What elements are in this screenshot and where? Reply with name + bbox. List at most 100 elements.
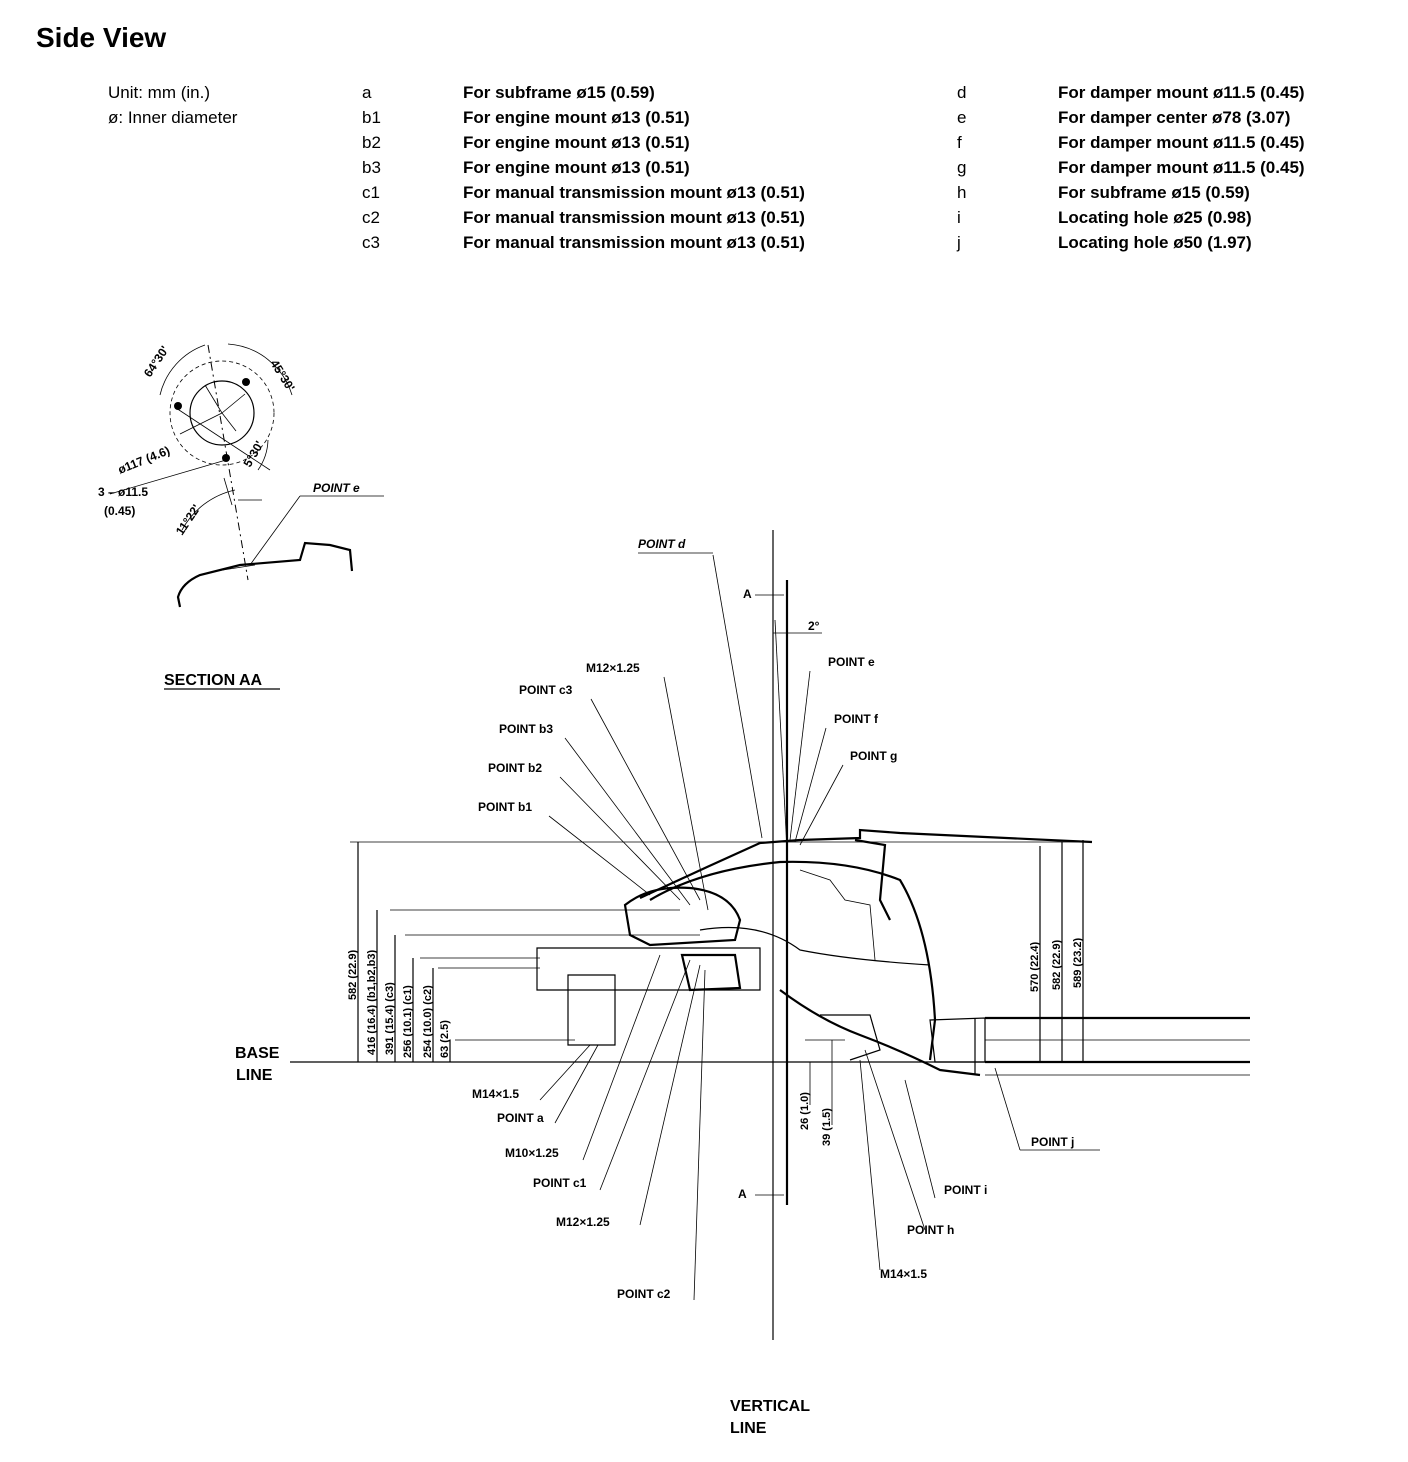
units-note: Unit: mm (in.) ø: Inner diameter <box>108 80 237 130</box>
dim-570: 570 (22.4) <box>1029 942 1041 992</box>
legend-description: Locating hole ø25 (0.98) <box>1058 208 1252 227</box>
legend-description: For engine mount ø13 (0.51) <box>463 158 690 177</box>
engine-mount-bracket <box>623 886 742 947</box>
section-angle-4: 11°22' <box>173 502 204 538</box>
legend-description: For damper center ø78 (3.07) <box>1058 108 1291 127</box>
subframe-rail <box>536 947 761 991</box>
section-angle-2: 45°30' <box>267 357 297 394</box>
dim-582-left: 582 (22.9) <box>347 950 359 1000</box>
page-title: Side View <box>36 22 167 53</box>
legend-key: b3 <box>362 158 381 177</box>
label-point-g: POINT g <box>850 749 897 763</box>
legend-description: For manual transmission mount ø13 (0.51) <box>463 183 805 202</box>
legend-row: e For damper center ø78 (3.07) <box>957 105 1377 130</box>
main-side-view: POINT d M12×1.25 POINT c3 POINT b3 POINT… <box>235 530 1250 1437</box>
legend-key: i <box>957 208 961 227</box>
legend-key: b1 <box>362 108 381 127</box>
legend-key: f <box>957 133 962 152</box>
legend-row: c1 For manual transmission mount ø13 (0.5… <box>362 180 922 205</box>
label-point-c1: POINT c1 <box>533 1176 587 1190</box>
legend-row: g For damper mount ø11.5 (0.45) <box>957 155 1377 180</box>
dim-589: 589 (23.2) <box>1072 938 1084 988</box>
legend-key: c3 <box>362 233 380 252</box>
bolt-hole-2 <box>242 378 250 386</box>
dim-416: 416 (16.4) (b1,b2,b3) <box>366 950 378 1055</box>
label-point-i: POINT i <box>944 1183 987 1197</box>
label-point-b1: POINT b1 <box>478 800 532 814</box>
label-point-j: POINT j <box>1031 1135 1074 1149</box>
section-holes-2: (0.45) <box>104 504 135 518</box>
label-base-line-2: LINE <box>236 1067 273 1084</box>
legend-description: For manual transmission mount ø13 (0.51) <box>463 208 805 227</box>
dim-26: 26 (1.0) <box>799 1092 811 1130</box>
label-section-a-top: A <box>743 587 752 601</box>
legend-row: h For subframe ø15 (0.59) <box>957 180 1377 205</box>
legend-description: For damper mount ø11.5 (0.45) <box>1058 83 1305 102</box>
legend-description: For damper mount ø11.5 (0.45) <box>1058 133 1305 152</box>
section-angle-1: 64°30' <box>141 343 172 379</box>
section-holes-1: 3 – ø11.5 <box>98 485 148 499</box>
legend-row: i Locating hole ø25 (0.98) <box>957 205 1377 230</box>
dim-63: 63 (2.5) <box>439 1020 451 1058</box>
label-point-b2: POINT b2 <box>488 761 542 775</box>
label-base-line-1: BASE <box>235 1045 280 1062</box>
dim-254: 254 (10.0) (c2) <box>422 985 434 1058</box>
section-diameter: ø117 (4.6) <box>116 443 172 476</box>
label-point-f: POINT f <box>834 712 879 726</box>
label-point-h: POINT h <box>907 1223 954 1237</box>
unit-label: Unit: mm (in.) <box>108 83 210 102</box>
legend-description: For engine mount ø13 (0.51) <box>463 108 690 127</box>
legend-key: c2 <box>362 208 380 227</box>
label-tilt-angle: 2° <box>808 619 820 633</box>
label-point-c3: POINT c3 <box>519 683 573 697</box>
legend-row: a For subframe ø15 (0.59) <box>362 80 922 105</box>
label-point-a: POINT a <box>497 1111 544 1125</box>
label-vertical-line-2: LINE <box>730 1420 767 1437</box>
dim-39: 39 (1.5) <box>821 1108 833 1146</box>
label-point-c2: POINT c2 <box>617 1287 671 1301</box>
transmission-mount-bracket <box>680 953 742 992</box>
label-m14-left: M14×1.5 <box>472 1087 519 1101</box>
legend-key: a <box>362 83 372 102</box>
diameter-label: ø: Inner diameter <box>108 108 238 127</box>
legend-key: c1 <box>362 183 380 202</box>
label-point-b3: POINT b3 <box>499 722 553 736</box>
legend-row: c3 For manual transmission mount ø13 (0.5… <box>362 230 922 255</box>
label-m14-right: M14×1.5 <box>880 1267 927 1281</box>
legend-row: b1 For engine mount ø13 (0.51) <box>362 105 922 130</box>
legend-description: For damper mount ø11.5 (0.45) <box>1058 158 1305 177</box>
legend-key: d <box>957 83 967 102</box>
label-point-e: POINT e <box>828 655 875 669</box>
bolt-hole-1 <box>174 402 182 410</box>
label-m12-top: M12×1.25 <box>586 661 640 675</box>
legend-description: For engine mount ø13 (0.51) <box>463 133 690 152</box>
label-section-a-bottom: A <box>738 1187 747 1201</box>
legend-description: For manual transmission mount ø13 (0.51) <box>463 233 805 252</box>
legend-key: h <box>957 183 967 202</box>
legend-row: d For damper mount ø11.5 (0.45) <box>957 80 1377 105</box>
bolt-hole-3 <box>222 454 230 462</box>
legend-row: c2 For manual transmission mount ø13 (0.5… <box>362 205 922 230</box>
section-point-e: POINT e <box>313 481 360 495</box>
section-profile <box>176 541 354 608</box>
dim-391: 391 (15.4) (c3) <box>384 982 396 1055</box>
legend-row: f For damper mount ø11.5 (0.45) <box>957 130 1377 155</box>
label-m12-bottom: M12×1.25 <box>556 1215 610 1229</box>
dim-256: 256 (10.1) (c1) <box>402 985 414 1058</box>
legend-key: j <box>957 233 961 252</box>
label-vertical-line-1: VERTICAL <box>730 1398 810 1415</box>
legend-row: b3 For engine mount ø13 (0.51) <box>362 155 922 180</box>
damper-center-hole <box>189 380 255 446</box>
dim-582-right: 582 (22.9) <box>1051 940 1063 990</box>
legend-row: b2 For engine mount ø13 (0.51) <box>362 130 922 155</box>
bolt-circle <box>169 360 275 466</box>
legend-key: b2 <box>362 133 381 152</box>
label-point-d: POINT d <box>638 537 686 551</box>
legend-key: e <box>957 108 967 127</box>
legend-description: For subframe ø15 (0.59) <box>1058 183 1250 202</box>
section-center-line <box>207 344 249 581</box>
legend-key: g <box>957 158 967 177</box>
legend-description: For subframe ø15 (0.59) <box>463 83 655 102</box>
